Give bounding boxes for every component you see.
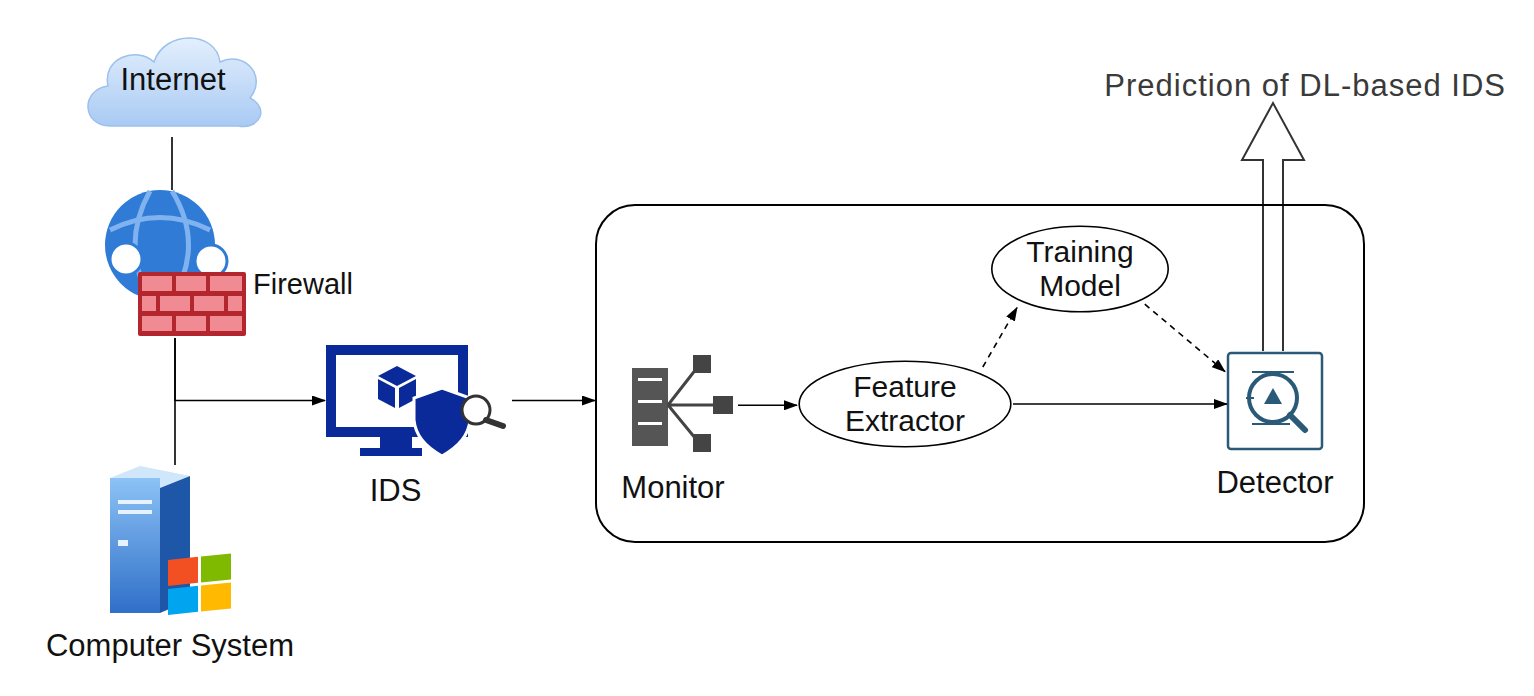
connector [171,137,173,190]
node-label: Detector [1216,465,1333,501]
node-label: Training Model [1026,235,1133,302]
monitor-server-icon [632,355,733,452]
output-arrow [1242,103,1304,351]
detector-icon [1228,353,1322,449]
connector [512,400,595,402]
brick-wall-icon [138,272,246,336]
firewall-node: Firewall [105,188,247,338]
node-label: Monitor [621,470,724,506]
cloud-node: Internet [78,22,268,137]
node-label: Firewall [253,268,353,301]
computer-node: Computer System [105,465,235,620]
ids-node: IDS [325,343,510,458]
connector [738,404,797,406]
node-label: Computer System [46,628,294,664]
output-caption: Prediction of DL-based IDS [1104,68,1506,104]
dashed-connector [983,308,1017,367]
node-label: Internet [120,62,225,98]
detector-node: Detector [1227,352,1323,450]
process-ellipse: Feature Extractor [797,360,1013,448]
connector [175,338,325,401]
ids-monitor-icon [331,350,503,456]
computer-tower-icon [110,466,231,615]
ids-container: Monitor Feature Extractor Training ModelDe… [595,204,1365,543]
process-ellipse: Training Model [990,225,1170,313]
node-label: Feature Extractor [845,370,965,437]
node-label: IDS [370,473,422,509]
dashed-connector [1145,304,1225,371]
monitor-node: Monitor [630,353,738,448]
connector [1013,403,1227,405]
